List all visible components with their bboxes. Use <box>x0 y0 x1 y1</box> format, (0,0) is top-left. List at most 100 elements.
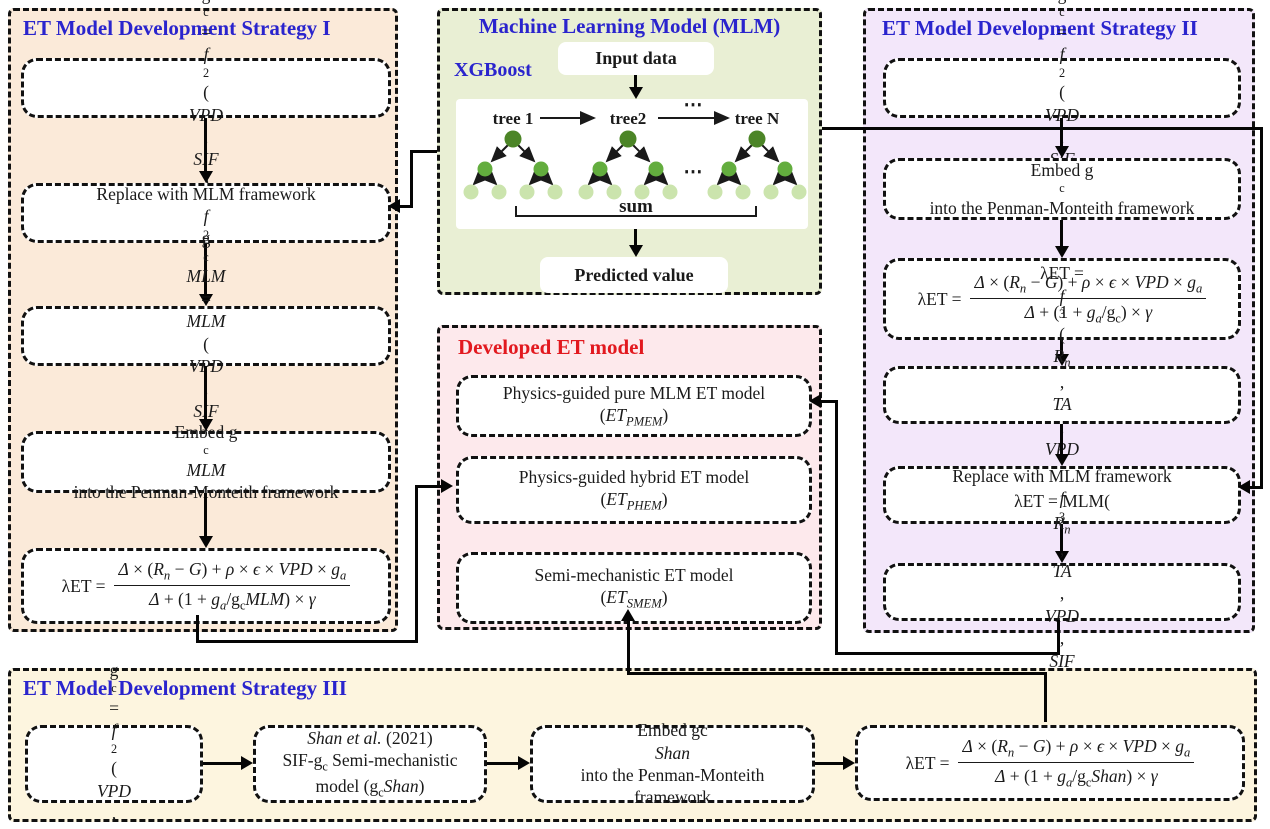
fraction-denominator: Δ + (1 + ga/gcMLM) × γ <box>149 589 316 613</box>
fraction-denominator: Δ + (1 + ga/gcShan) × γ <box>995 766 1158 790</box>
s3-arrow2-line <box>487 762 518 765</box>
strategy2-title: ET Model Development Strategy II <box>882 16 1198 40</box>
tree-N <box>707 130 807 200</box>
connector-s3-to-smem <box>1044 674 1047 722</box>
input-data-box: Input data <box>558 42 714 75</box>
s3-shan-line3: model (gcShan) <box>315 776 425 800</box>
s3-step-gc-f2: gc = f2(VPD, SIF) <box>25 660 203 829</box>
formula-lhs: λET = <box>905 752 950 773</box>
connector-s1-to-phem <box>196 615 199 643</box>
tree-svg: tree 1 tree2 tree N ⋯ ⋯ <box>463 99 807 217</box>
tree1-label: tree 1 <box>493 109 534 128</box>
mlm-panel: Machine Learning Model (MLM) Input data … <box>437 8 822 295</box>
tree-mid-node <box>721 161 737 177</box>
xgboost-tree-diagram: tree 1 tree2 tree N ⋯ ⋯ <box>456 99 808 229</box>
connector-mlm-to-s1 <box>410 150 437 153</box>
s3-arrow1-line <box>203 762 241 765</box>
dev-box-phem: Physics-guided hybrid ET model (ETPHEM) <box>456 456 812 524</box>
dev-box-phem-name: Physics-guided hybrid ET model <box>518 467 750 487</box>
dev-box-pmem: Physics-guided pure MLM ET model (ETPMEM… <box>456 375 812 437</box>
tree-mid-node <box>592 161 608 177</box>
mlm-arrow1-line <box>634 75 637 87</box>
right-arrow-icon <box>441 479 453 493</box>
left-arrow-icon <box>388 199 400 213</box>
down-arrow-icon <box>199 419 213 431</box>
down-arrow-icon <box>629 87 643 99</box>
developed-et-panel: Developed ET model Physics-guided pure M… <box>437 325 822 630</box>
s3-shan-ref: Shan et al. (2021) <box>307 727 433 748</box>
connector-s2-to-pmem <box>821 400 838 403</box>
tree-1 <box>463 130 563 200</box>
tree-root-node <box>619 130 637 148</box>
s2-step-lambda-et-mlm: λET = MLM(Rn, TA, VPD, SIF) <box>883 491 1241 693</box>
sum-bracket <box>515 206 757 217</box>
tree-root-node <box>748 130 766 148</box>
down-arrow-icon <box>1055 246 1069 258</box>
tree-leaf-node <box>791 184 807 200</box>
s1-arrow4-line <box>204 493 207 536</box>
tree-leaf-node <box>662 184 678 200</box>
s2-step-lambda-et-formula: λET = Δ × (Rn − G) + ρ × ϵ × VPD × ga Δ … <box>883 258 1241 340</box>
strategy1-panel: ET Model Development Strategy I gc = f2(… <box>8 0 398 632</box>
tree-mid-node <box>477 161 493 177</box>
s3-step-lambda-et-formula: λET = Δ × (Rn − G) + ρ × ϵ × VPD × ga Δ … <box>855 725 1245 801</box>
xgboost-label: XGBoost <box>454 59 532 81</box>
tree-mid-node <box>533 161 549 177</box>
formula-lhs: λET = <box>917 288 962 309</box>
s1-arrow3-line <box>204 366 207 419</box>
tree-leaf-node <box>634 184 650 200</box>
connector-s1-to-phem <box>415 485 443 488</box>
tree-leaf-node <box>763 184 779 200</box>
dots-label: ⋯ <box>684 162 703 183</box>
s1-arrow2-line <box>204 243 207 294</box>
formula-lhs: λET = <box>61 575 106 596</box>
fraction: Δ × (Rn − G) + ρ × ϵ × VPD × ga Δ + (1 +… <box>958 735 1195 792</box>
tree-mid-node <box>777 161 793 177</box>
s2-step-lambda-et-f3: λET = f3(Rn, TA, VPD, SIF) <box>883 263 1241 526</box>
formula: λET = Δ × (Rn − G) + ρ × ϵ × VPD × ga Δ … <box>906 735 1195 792</box>
connector-s3-to-smem <box>627 672 1047 675</box>
formula: λET = Δ × (Rn − G) + ρ × ϵ × VPD × ga Δ … <box>918 271 1207 328</box>
right-arrow-icon <box>843 756 855 770</box>
connector-s1-to-phem <box>415 487 418 643</box>
up-arrow-icon <box>621 609 635 621</box>
connector-s2-to-pmem <box>835 402 838 655</box>
connector-s2-to-pmem <box>1057 620 1060 655</box>
dev-box-pmem-symbol: (ETPMEM) <box>599 405 669 429</box>
dev-box-pmem-name: Physics-guided pure MLM ET model <box>502 383 766 403</box>
s1-step-gc-f2: gc = f2(VPD, SIF) <box>21 0 391 192</box>
s1-step-lambda-et-formula: λET = Δ × (Rn − G) + ρ × ϵ × VPD × ga Δ … <box>21 548 391 624</box>
strategy2-panel: ET Model Development Strategy II gc = f2… <box>863 0 1255 693</box>
down-arrow-icon <box>199 536 213 548</box>
formula: λET = Δ × (Rn − G) + ρ × ϵ × VPD × ga Δ … <box>62 558 351 615</box>
s2-arrow4-line <box>1060 424 1063 454</box>
tree-leaf-node <box>519 184 535 200</box>
down-arrow-icon <box>1055 454 1069 466</box>
fraction-denominator: Δ + (1 + ga/gc) × γ <box>1024 302 1153 326</box>
sum-label: sum <box>619 196 653 217</box>
mlm-arrow2-line <box>634 229 637 245</box>
s3-arrow3-line <box>815 762 843 765</box>
down-arrow-icon <box>1055 551 1069 563</box>
tree-mid-node <box>648 161 664 177</box>
fraction: Δ × (Rn − G) + ρ × ϵ × VPD × ga Δ + (1 +… <box>114 558 351 615</box>
tree-leaf-node <box>606 184 622 200</box>
tree2-label: tree2 <box>610 109 647 128</box>
down-arrow-icon <box>199 294 213 306</box>
developed-et-title: Developed ET model <box>458 335 645 359</box>
tree-root-node <box>504 130 522 148</box>
connector-s3-to-smem <box>627 619 630 675</box>
down-arrow-icon <box>1055 146 1069 158</box>
fraction-numerator: Δ × (Rn − G) + ρ × ϵ × VPD × ga <box>970 271 1207 300</box>
dots-label: ⋯ <box>684 99 703 116</box>
fraction: Δ × (Rn − G) + ρ × ϵ × VPD × ga Δ + (1 +… <box>970 271 1207 328</box>
left-arrow-icon <box>809 394 821 408</box>
tree-leaf-node <box>707 184 723 200</box>
s2-step-gc-f2: gc = f2(VPD, SIF) <box>883 0 1241 192</box>
dev-box-smem-name: Semi-mechanistic ET model <box>534 565 734 585</box>
